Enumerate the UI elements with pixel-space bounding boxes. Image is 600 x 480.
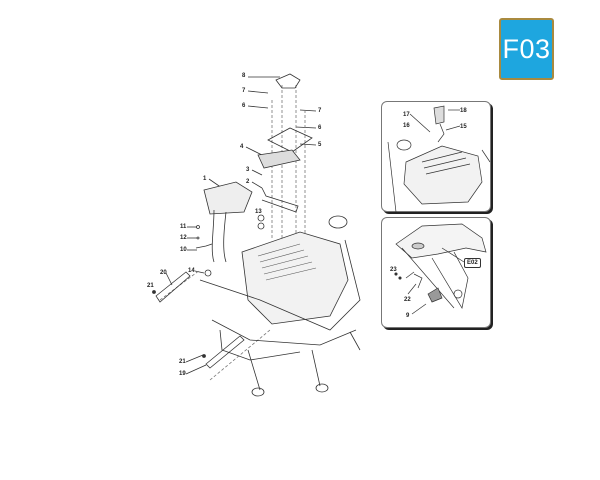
callout-5: 5 xyxy=(318,142,322,148)
inset-detail-top xyxy=(381,101,491,213)
callout-2: 2 xyxy=(246,179,250,185)
callout-23: 23 xyxy=(390,267,397,273)
callout-16: 16 xyxy=(403,123,410,129)
callout-18: 18 xyxy=(460,108,467,114)
callout-6: 6 xyxy=(318,125,322,131)
callout-13: 13 xyxy=(255,209,262,215)
callout-8: 8 xyxy=(242,73,246,79)
callout-3: 3 xyxy=(246,167,250,173)
callout-17: 17 xyxy=(403,112,410,118)
callout-6: 6 xyxy=(242,103,246,109)
callout-21: 21 xyxy=(179,359,186,365)
callout-20: 20 xyxy=(160,270,167,276)
callout-11: 11 xyxy=(180,224,187,230)
callout-9: 9 xyxy=(406,313,410,319)
callout-12: 12 xyxy=(180,235,187,241)
callout-1: 1 xyxy=(203,176,207,182)
reference-tag-e02: E02 xyxy=(464,258,481,268)
section-badge: F03 xyxy=(499,18,554,80)
callout-10: 10 xyxy=(180,247,187,253)
callout-7: 7 xyxy=(242,88,246,94)
inset-top-drawing xyxy=(387,105,491,213)
callout-15: 15 xyxy=(460,124,467,130)
callout-21: 21 xyxy=(147,283,154,289)
callout-19: 19 xyxy=(179,371,186,377)
callout-22: 22 xyxy=(404,297,411,303)
callout-4: 4 xyxy=(240,144,244,150)
inset-bottom-drawing xyxy=(394,223,487,315)
inset-detail-bottom xyxy=(381,217,491,328)
callout-7: 7 xyxy=(318,108,322,114)
callout-14: 14 xyxy=(188,268,195,274)
